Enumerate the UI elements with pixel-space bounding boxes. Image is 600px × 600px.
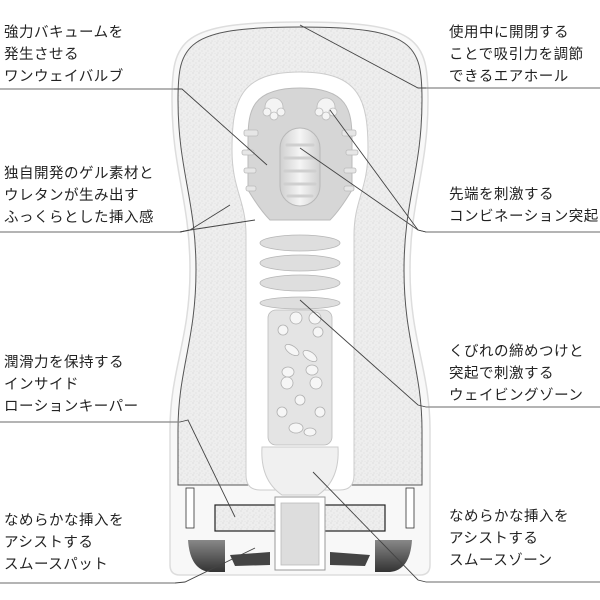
label-line: 使用中に開閉する bbox=[449, 25, 569, 41]
label-gel-urethane: 独自開発のゲル素材と ウレタンが生み出す ふっくらとした挿入感 bbox=[4, 163, 154, 229]
label-line: なめらかな挿入を bbox=[449, 509, 569, 525]
label-air-hole: 使用中に開閉する ことで吸引力を調節 できるエアホール bbox=[449, 22, 584, 88]
gel-inner-sleeve bbox=[241, 87, 359, 496]
label-line: インサイド bbox=[4, 377, 79, 393]
label-line: 強力バキュームを bbox=[4, 25, 124, 41]
base-assembly bbox=[185, 487, 415, 572]
label-line: 発生させる bbox=[4, 47, 79, 63]
label-line: アシストする bbox=[449, 531, 539, 547]
label-line: くびれの締めつけと bbox=[449, 344, 584, 360]
leader-lines bbox=[0, 24, 600, 584]
label-smooth-pad: なめらかな挿入を アシストする スムースパット bbox=[4, 510, 124, 576]
label-line: できるエアホール bbox=[449, 69, 569, 85]
label-line: ことで吸引力を調節 bbox=[449, 47, 584, 63]
label-line: 独自開発のゲル素材と bbox=[4, 166, 154, 182]
label-line: ふっくらとした挿入感 bbox=[4, 210, 154, 226]
label-line: 先端を刺激する bbox=[449, 187, 554, 203]
label-one-way-valve: 強力バキュームを 発生させる ワンウェイバルブ bbox=[4, 22, 124, 88]
label-line: 潤滑力を保持する bbox=[4, 355, 124, 371]
label-line: コンビネーション突起 bbox=[449, 209, 599, 225]
label-waving-zone: くびれの締めつけと 突起で刺激する ウェイビングゾーン bbox=[449, 341, 584, 407]
label-line: ワンウェイバルブ bbox=[4, 69, 124, 85]
label-line: 突起で刺激する bbox=[449, 366, 554, 382]
label-line: なめらかな挿入を bbox=[4, 513, 124, 529]
label-inside-lotion-keeper: 潤滑力を保持する インサイド ローションキーパー bbox=[4, 352, 139, 418]
label-line: ローションキーパー bbox=[4, 399, 139, 415]
label-line: アシストする bbox=[4, 535, 94, 551]
label-line: ウレタンが生み出す bbox=[4, 188, 139, 204]
label-line: スムースパット bbox=[4, 557, 109, 573]
label-smooth-zone: なめらかな挿入を アシストする スムースゾーン bbox=[449, 506, 569, 572]
label-line: スムースゾーン bbox=[449, 553, 553, 569]
label-line: ウェイビングゾーン bbox=[449, 388, 584, 404]
label-combination-protrusion: 先端を刺激する コンビネーション突起 bbox=[449, 184, 599, 228]
